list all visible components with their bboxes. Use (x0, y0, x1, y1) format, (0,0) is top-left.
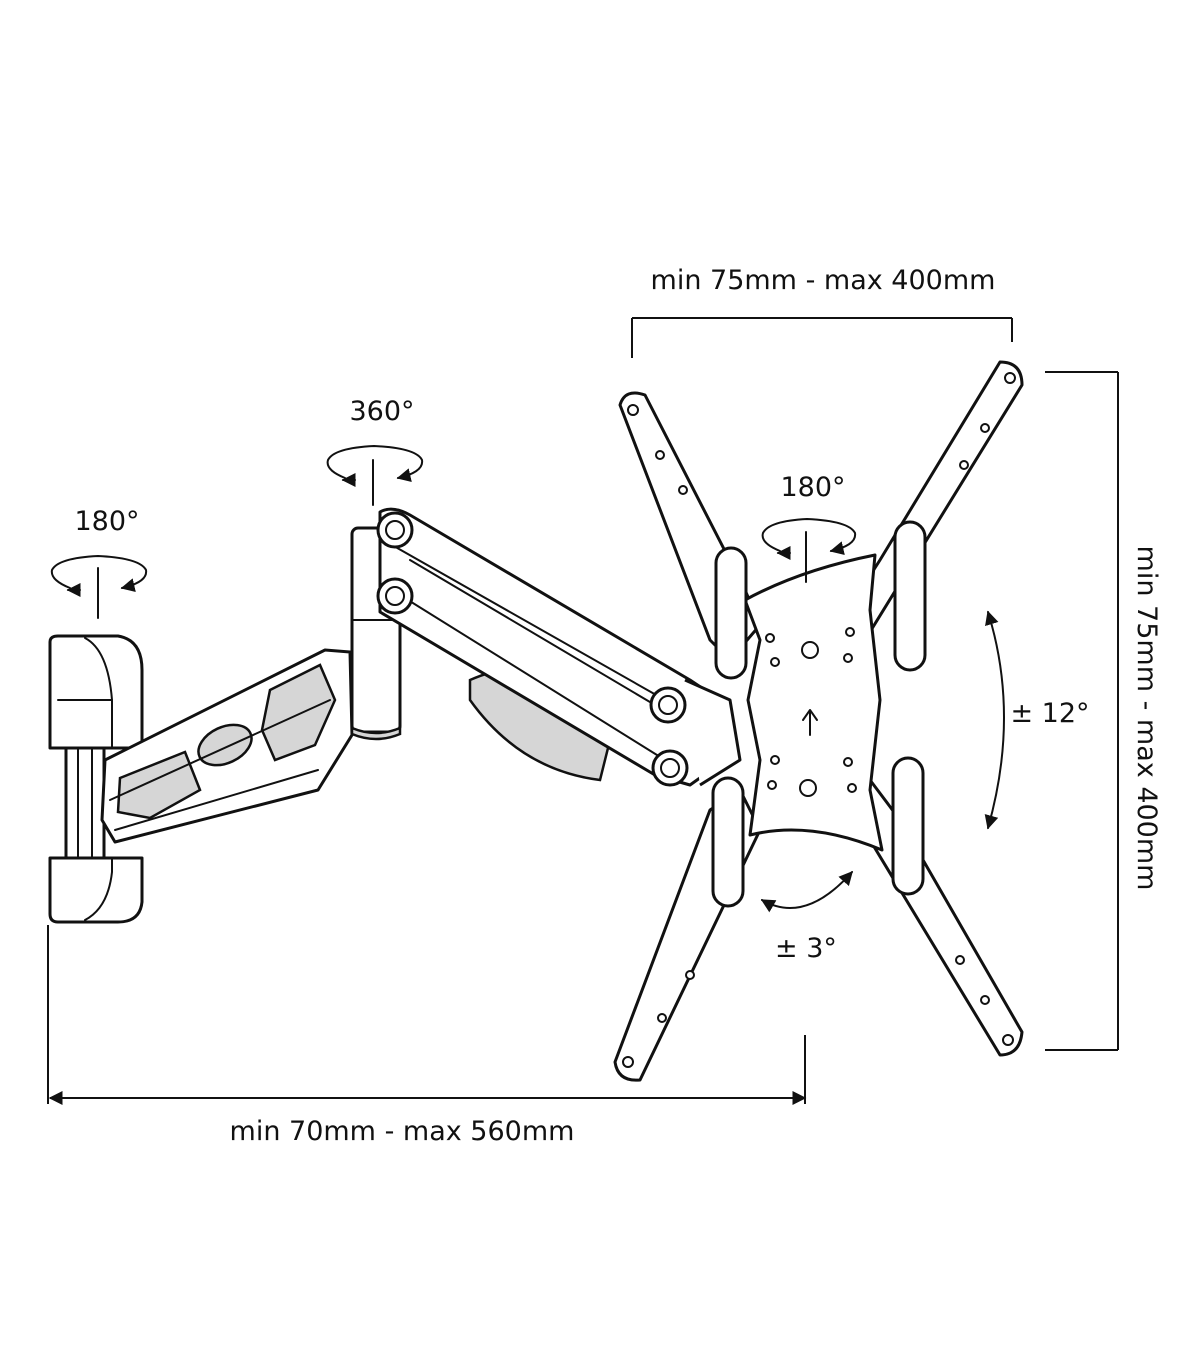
vertical-vesa-dimension (1045, 371, 1119, 1051)
head-swivel-label: 180° (780, 472, 845, 503)
wall-plate (48, 634, 144, 924)
wall-swivel-label: 180° (74, 506, 139, 537)
head-swivel-icon (761, 518, 857, 583)
lower-arm (100, 648, 354, 844)
rotation-arrow-icon (760, 870, 853, 913)
vesa-horizontal-label: min 75mm - max 400mm (651, 265, 996, 296)
arm-swivel-label: 360° (349, 396, 414, 427)
upper-arm (376, 507, 742, 787)
wall-distance-label: min 70mm - max 560mm (230, 1116, 575, 1147)
up-arrow-icon (802, 709, 818, 736)
tilt-label: ± 12° (1010, 698, 1089, 729)
horizontal-vesa-dimension (631, 317, 1013, 358)
arm-swivel-icon (326, 445, 424, 506)
wall-distance-dimension (47, 925, 807, 1105)
rotation-label: ± 3° (775, 933, 837, 964)
tilt-arrow-icon (984, 610, 1005, 830)
vesa-plate (613, 360, 1024, 1082)
wall-swivel-icon (50, 555, 148, 619)
vesa-vertical-label: min 75mm - max 400mm (1131, 546, 1162, 891)
